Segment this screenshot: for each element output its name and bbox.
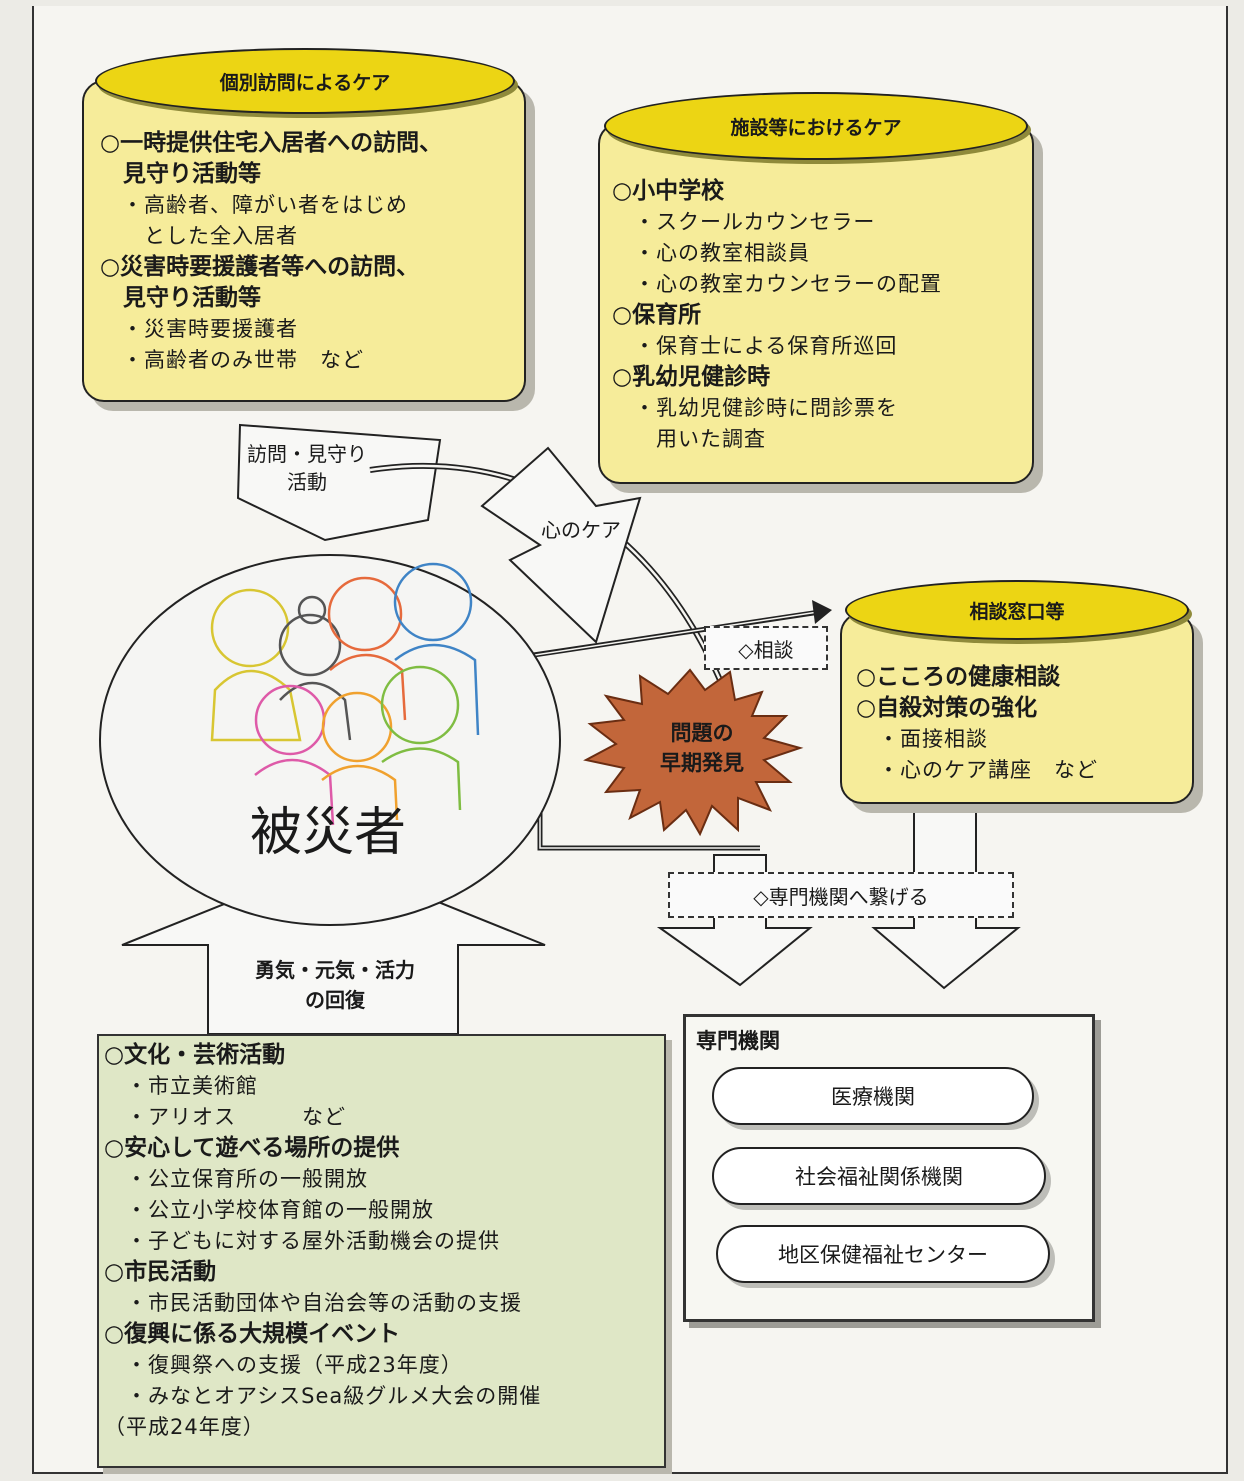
list-item: とした全入居者	[100, 224, 298, 248]
list-item: ○保育所	[612, 302, 702, 328]
list-item: ○一時提供住宅入居者への訪問、	[100, 130, 443, 156]
recovery-label: 勇気・元気・活力 の回復	[222, 955, 448, 1015]
list-item: ・高齢者、障がい者をはじめ	[100, 193, 408, 217]
list-item: ・乳幼児健診時に問診票を	[612, 396, 898, 420]
list-item: ・公立小学校体育館の一般開放	[104, 1198, 434, 1222]
victims-ellipse	[99, 554, 561, 926]
burst-label-line: 早期発見	[660, 751, 744, 775]
list-item: ・心の教室相談員	[612, 241, 810, 265]
list-item: ・みなとオアシスSea級グルメ大会の開催	[104, 1384, 542, 1408]
specialist-item: 医療機関	[712, 1067, 1034, 1125]
list-item: ・心の教室カウンセラーの配置	[612, 272, 942, 296]
facility-care-list: ○小中学校 ・スクールカウンセラー ・心の教室相談員 ・心の教室カウンセラーの配…	[612, 176, 1032, 455]
list-item: ・面接相談	[856, 727, 988, 751]
recovery-label-line: 勇気・元気・活力	[255, 958, 415, 982]
activities-list: ○文化・芸術活動 ・市立美術館 ・アリオス など ○安心して遊べる場所の提供 ・…	[104, 1040, 664, 1443]
list-item: ○市民活動	[104, 1259, 217, 1285]
consult-title: 相談窓口等	[845, 580, 1189, 640]
list-item: ・市民活動団体や自治会等の活動の支援	[104, 1291, 522, 1315]
visit-arrow	[236, 423, 442, 542]
burst-label-line: 問題の	[670, 721, 734, 745]
people-illustration	[210, 562, 480, 826]
consult-arrow-head	[812, 600, 832, 624]
list-item: ・災害時要援護者	[100, 317, 298, 341]
list-item: ・スクールカウンセラー	[612, 210, 876, 234]
burst-shape	[583, 668, 804, 837]
specialist-box: 専門機関 医療機関 社会福祉関係機関 地区保健福祉センター	[683, 1014, 1095, 1322]
list-item: ○こころの健康相談	[856, 664, 1061, 690]
specialist-item: 地区保健福祉センター	[716, 1225, 1050, 1283]
list-item: ・復興祭への支援（平成23年度）	[104, 1353, 463, 1377]
list-item: ・高齢者のみ世帯 など	[100, 348, 364, 372]
list-item: ○安心して遊べる場所の提供	[104, 1135, 400, 1161]
recovery-label-line: の回復	[305, 988, 365, 1012]
list-item: 見守り活動等	[100, 161, 261, 187]
down-arrow-left	[656, 854, 813, 987]
mind-care-label: 心のケア	[541, 518, 621, 542]
facility-care-title: 施設等におけるケア	[604, 92, 1028, 160]
connect-label: ◇専門機関へ繋げる	[668, 872, 1014, 918]
visit-care-list: ○一時提供住宅入居者への訪問、 見守り活動等 ・高齢者、障がい者をはじめ とした…	[100, 128, 520, 376]
list-item: ・子どもに対する屋外活動機会の提供	[104, 1229, 500, 1253]
list-item: ○災害時要援護者等への訪問、	[100, 254, 420, 280]
list-item: 見守り活動等	[100, 285, 261, 311]
list-item: （平成24年度）	[104, 1415, 265, 1439]
victims-label: 被災者	[250, 803, 407, 863]
mind-care-arrow	[480, 446, 642, 644]
list-item: ・アリオス など	[104, 1105, 346, 1129]
list-item: ・公立保育所の一般開放	[104, 1167, 368, 1191]
list-item: ○乳幼児健診時	[612, 364, 771, 390]
list-item: 用いた調査	[612, 427, 766, 451]
activities-box	[97, 1034, 666, 1468]
visit-label-line: 訪問・見守り	[247, 442, 367, 466]
specialist-title: 専門機関	[696, 1029, 780, 1053]
burst-label: 問題の 早期発見	[622, 718, 782, 778]
list-item: ○復興に係る大規模イベント	[104, 1321, 401, 1347]
visit-arrow-label: 訪問・見守り 活動	[232, 440, 382, 496]
list-item: ○文化・芸術活動	[104, 1042, 286, 1068]
list-item: ・市立美術館	[104, 1074, 258, 1098]
visit-care-title: 個別訪問によるケア	[95, 48, 515, 114]
list-item: ○自殺対策の強化	[856, 695, 1038, 721]
visit-care-box	[82, 80, 526, 402]
specialist-item: 社会福祉関係機関	[712, 1147, 1046, 1205]
facility-care-box	[598, 122, 1034, 484]
visit-label-line: 活動	[287, 470, 327, 494]
consult-label: ◇相談	[704, 626, 828, 670]
list-item: ・保育士による保育所巡回	[612, 334, 898, 358]
list-item: ・心のケア講座 など	[856, 758, 1098, 782]
list-item: ○小中学校	[612, 178, 725, 204]
consult-list: ○こころの健康相談 ○自殺対策の強化 ・面接相談 ・心のケア講座 など	[856, 662, 1186, 786]
